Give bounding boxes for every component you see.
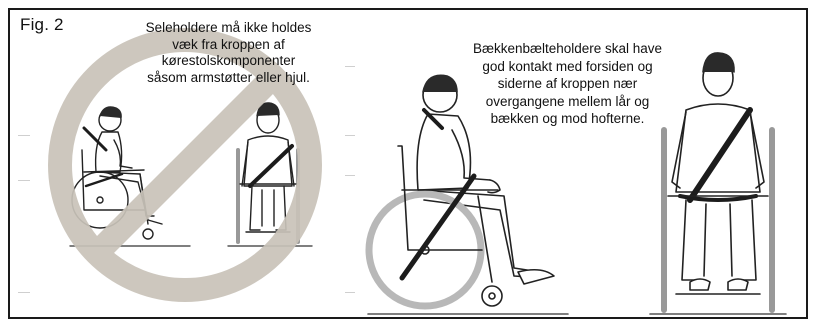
wheelchair-user-icon	[650, 53, 786, 314]
caption-incorrect: Seleholdere må ikke holdes væk fra kropp…	[141, 20, 316, 86]
caption-correct: Bækkenbælteholdere skal have god kontakt…	[470, 40, 665, 128]
figure-label: Fig. 2	[20, 15, 64, 35]
